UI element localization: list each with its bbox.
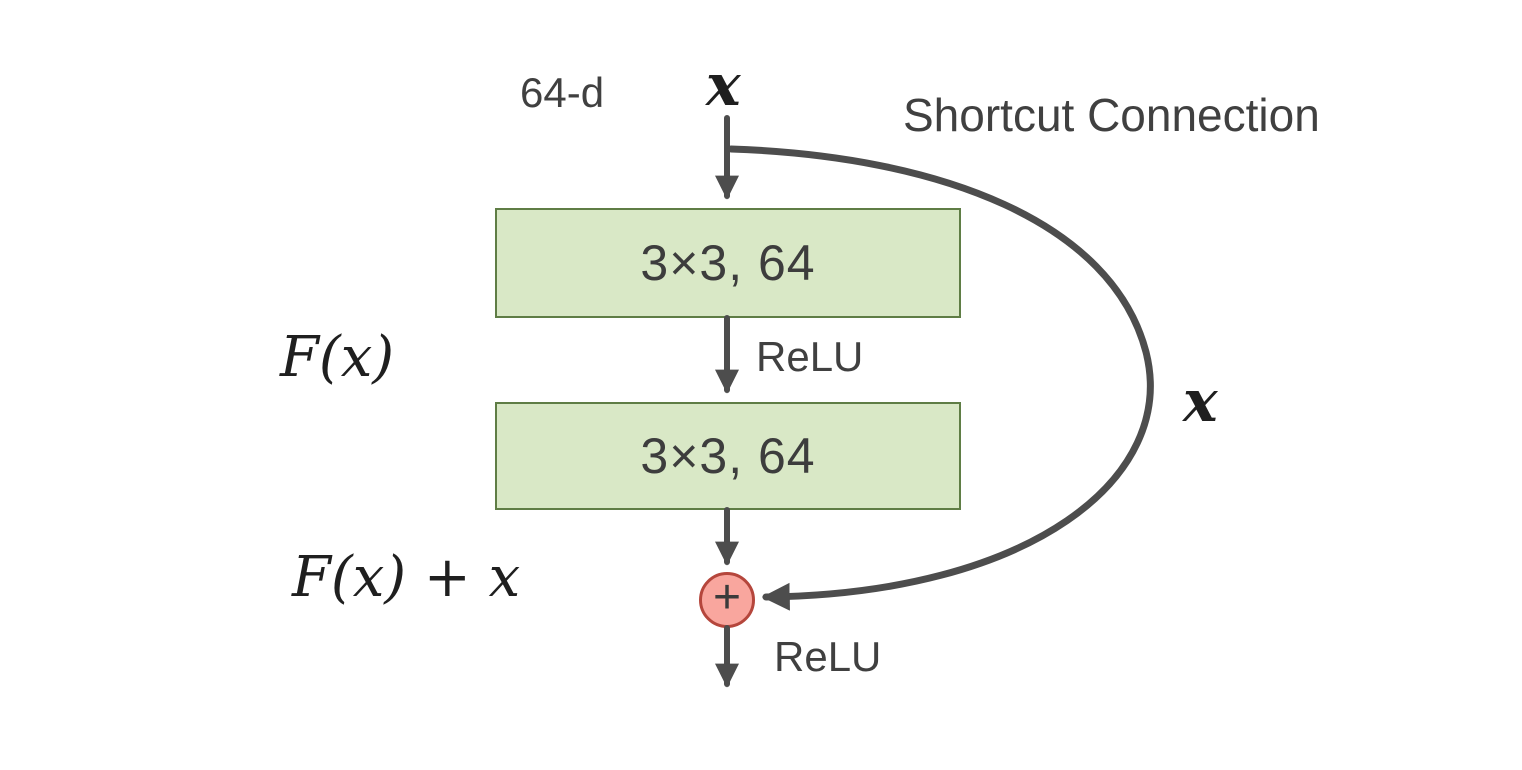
conv-block-1-label: 3×3, 64 bbox=[640, 235, 816, 291]
conv-block-2: 3×3, 64 bbox=[495, 402, 961, 510]
shortcut-connection-label: Shortcut Connection bbox=[903, 89, 1320, 141]
relu-label-out: ReLU bbox=[774, 633, 882, 680]
addition-node: + bbox=[699, 572, 755, 628]
input-x-label: x bbox=[706, 51, 741, 119]
plus-icon: + bbox=[712, 571, 742, 624]
dimension-label: 64-d bbox=[520, 69, 605, 116]
relu-label-mid: ReLU bbox=[756, 333, 864, 380]
conv-block-2-label: 3×3, 64 bbox=[640, 428, 816, 484]
conv-block-1: 3×3, 64 bbox=[495, 208, 961, 318]
output-sum-label: F(x) + x bbox=[292, 545, 521, 610]
identity-x-label: x bbox=[1183, 367, 1218, 435]
residual-function-label: F(x) bbox=[280, 325, 395, 390]
